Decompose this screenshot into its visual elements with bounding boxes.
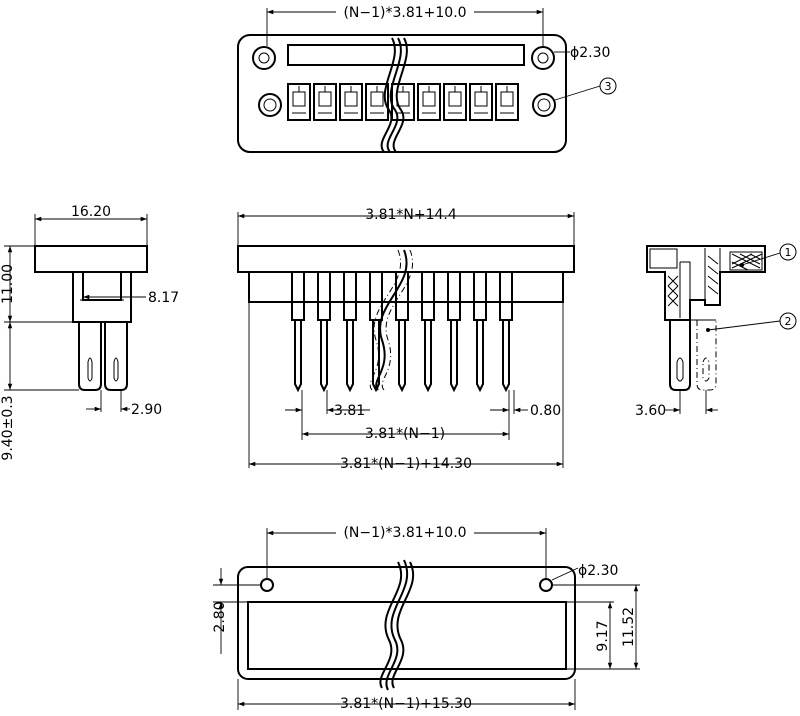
contact-cell [287,83,311,121]
pin [317,271,331,393]
svg-text:0.80: 0.80 [530,403,561,419]
callout-3 [599,77,617,95]
callout-2 [779,312,797,330]
top-view: (N−1)*3.81+10.0 ϕ2.30 3 [237,5,617,153]
section-view: 1 2 3.60 [635,243,797,419]
top-view-hole-label: ϕ2.30 [570,45,610,61]
pin [447,271,461,393]
svg-text:ϕ2.30: ϕ2.30 [578,563,618,579]
pin [395,271,409,393]
contact-cell [365,83,389,121]
pin [369,271,383,393]
pin [291,271,305,393]
contact-cell [417,83,441,121]
svg-text:2.90: 2.90 [131,402,162,418]
svg-text:3.81*(N−1): 3.81*(N−1) [365,426,445,442]
svg-text:9.17: 9.17 [595,620,611,651]
pin [421,271,435,393]
top-view-hole-right [531,46,555,70]
svg-text:11.52: 11.52 [621,607,637,647]
svg-text:3.60: 3.60 [635,403,666,419]
top-view-screw-left [258,93,282,117]
svg-text:2: 2 [785,315,792,328]
pin [499,271,513,393]
svg-text:3: 3 [605,80,612,93]
svg-text:(N−1)*3.81+10.0: (N−1)*3.81+10.0 [343,525,466,541]
contact-cell [443,83,467,121]
front-view-pins [291,271,513,393]
svg-text:3.81: 3.81 [334,403,365,419]
svg-text:3.81*(N−1)+15.30: 3.81*(N−1)+15.30 [340,696,472,712]
bottom-view: (N−1)*3.81+10.0 ϕ2.30 2.80 9.17 11.52 3.… [212,525,640,712]
side-view: 16.20 11.00 9.40±0.3 8.17 2.90 [0,204,179,461]
top-view-body [237,34,567,153]
front-view: 3.81*N+14.4 3.81 0.80 3.81*(N−1) 3.81*(N… [237,207,575,472]
pin [343,271,357,393]
top-view-break-line [386,37,402,153]
pin [473,271,487,393]
top-view-width-label: (N−1)*3.81+10.0 [343,5,466,21]
callout-1 [779,243,797,261]
contact-cell [495,83,519,121]
contact-cell [313,83,337,121]
svg-text:16.20: 16.20 [71,204,111,220]
svg-text:3.81*N+14.4: 3.81*N+14.4 [365,207,457,223]
contact-cell [339,83,363,121]
svg-text:3.81*(N−1)+14.30: 3.81*(N−1)+14.30 [340,456,472,472]
svg-text:1: 1 [785,246,792,259]
top-view-screw-right [532,93,556,117]
contact-cell [469,83,493,121]
svg-text:11.00: 11.00 [0,264,16,304]
svg-text:9.40±0.3: 9.40±0.3 [0,395,16,460]
svg-text:2.80: 2.80 [212,601,228,632]
svg-text:8.17: 8.17 [148,290,179,306]
top-view-hole-left [252,46,276,70]
